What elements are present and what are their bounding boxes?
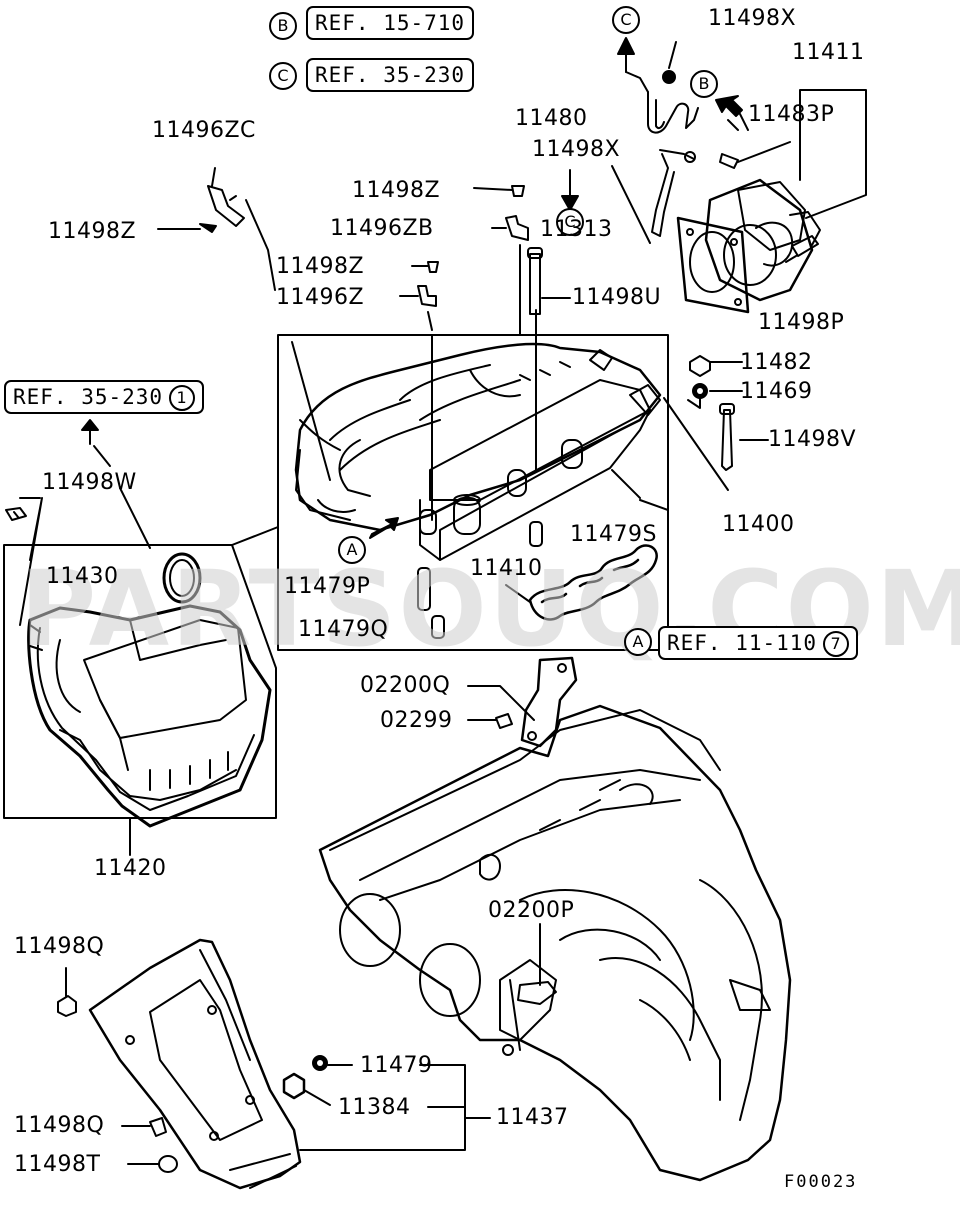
part-label-11496ZB[interactable]: 11496ZB bbox=[330, 216, 434, 241]
ref-group-number: 1 bbox=[169, 385, 196, 411]
part-label-11498W[interactable]: 11498W bbox=[42, 470, 137, 495]
part-label-11420[interactable]: 11420 bbox=[94, 856, 167, 881]
part-label-11498P[interactable]: 11498P bbox=[758, 310, 845, 335]
ref-text: REF. 35-230 bbox=[13, 385, 164, 409]
part-label-02200P[interactable]: 02200P bbox=[488, 898, 575, 923]
bracket-11496ZC bbox=[207, 185, 245, 227]
brace-drawing bbox=[88, 938, 302, 1190]
flow-marker-b: B bbox=[690, 70, 718, 98]
nut-11482 bbox=[689, 355, 711, 377]
part-label-11498Q-2[interactable]: 11498Q bbox=[14, 1113, 105, 1138]
bolt-11498V bbox=[721, 409, 733, 471]
reference-35-230[interactable]: REF. 35-230 bbox=[306, 58, 475, 92]
part-label-11498Z-2[interactable]: 11498Z bbox=[48, 219, 137, 244]
part-label-11479P[interactable]: 11479P bbox=[284, 574, 371, 599]
part-label-11498X-top[interactable]: 11498X bbox=[708, 6, 797, 31]
ref-marker-a: A bbox=[624, 628, 652, 656]
part-label-11498T[interactable]: 11498T bbox=[14, 1152, 101, 1177]
bolt-11498W bbox=[5, 507, 27, 521]
bolt-11498U bbox=[529, 253, 541, 315]
part-label-11411[interactable]: 11411 bbox=[792, 40, 865, 65]
bracket-11496ZB bbox=[505, 215, 529, 241]
pin-11479Q bbox=[431, 615, 445, 639]
gasket-11313 bbox=[676, 216, 750, 314]
part-label-11498X[interactable]: 11498X bbox=[532, 137, 621, 162]
flow-marker-c-down: C bbox=[556, 208, 584, 236]
ref-marker-c: C bbox=[269, 62, 297, 90]
figure-code: F00023 bbox=[784, 1172, 858, 1192]
intake-manifold-drawing bbox=[294, 342, 662, 561]
flow-marker-c-up: C bbox=[612, 6, 640, 34]
ref-text: REF. 11-110 bbox=[667, 631, 818, 655]
part-label-11480[interactable]: 11480 bbox=[515, 106, 588, 131]
part-label-11496Z[interactable]: 11496Z bbox=[276, 285, 365, 310]
part-label-11498V[interactable]: 11498V bbox=[768, 427, 857, 452]
nut-11498X bbox=[662, 70, 676, 84]
ref-marker-b: B bbox=[269, 12, 297, 40]
ref-group-number: 7 bbox=[823, 631, 850, 657]
flow-marker-a: A bbox=[338, 536, 366, 564]
part-label-11430[interactable]: 11430 bbox=[46, 564, 119, 589]
nut-11498T bbox=[158, 1155, 178, 1173]
intake-plenum-drawing bbox=[27, 604, 272, 828]
part-label-11483P[interactable]: 11483P bbox=[748, 102, 835, 127]
part-label-11479Q[interactable]: 11479Q bbox=[298, 617, 389, 642]
bolt-11498P bbox=[785, 235, 819, 263]
part-label-11479S[interactable]: 11479S bbox=[570, 522, 657, 547]
pin-11479S bbox=[529, 521, 543, 547]
part-label-11498Z-1[interactable]: 11498Z bbox=[352, 178, 441, 203]
part-label-11437[interactable]: 11437 bbox=[496, 1105, 569, 1130]
gasket-11410 bbox=[528, 544, 658, 621]
part-label-11469[interactable]: 11469 bbox=[740, 379, 813, 404]
part-label-11496ZC[interactable]: 11496ZC bbox=[152, 118, 256, 143]
part-label-11498U[interactable]: 11498U bbox=[572, 285, 662, 310]
reference-15-710[interactable]: REF. 15-710 bbox=[306, 6, 475, 40]
bracket-11496Z bbox=[417, 285, 437, 307]
engine-drawing bbox=[318, 704, 792, 1182]
bracket-02200Q bbox=[520, 656, 578, 748]
plenum-box-outline bbox=[3, 544, 277, 819]
part-label-11479[interactable]: 11479 bbox=[360, 1053, 433, 1078]
part-label-11482[interactable]: 11482 bbox=[740, 350, 813, 375]
hose-11480 bbox=[647, 91, 699, 237]
part-label-02200Q[interactable]: 02200Q bbox=[360, 673, 451, 698]
gasket-11430 bbox=[162, 552, 202, 604]
part-label-11410[interactable]: 11410 bbox=[470, 556, 543, 581]
nut-11498Q bbox=[57, 995, 77, 1017]
part-label-02299[interactable]: 02299 bbox=[380, 708, 453, 733]
throttle-body-drawing bbox=[704, 178, 821, 302]
part-label-11400[interactable]: 11400 bbox=[722, 512, 795, 537]
part-label-11384[interactable]: 11384 bbox=[338, 1095, 411, 1120]
nut-11384 bbox=[282, 1072, 306, 1100]
pin-11479P bbox=[417, 567, 431, 611]
part-label-11498Z-3[interactable]: 11498Z bbox=[276, 254, 365, 279]
part-label-11313[interactable]: 11313 bbox=[540, 217, 613, 242]
part-label-11498Q-1[interactable]: 11498Q bbox=[14, 934, 105, 959]
